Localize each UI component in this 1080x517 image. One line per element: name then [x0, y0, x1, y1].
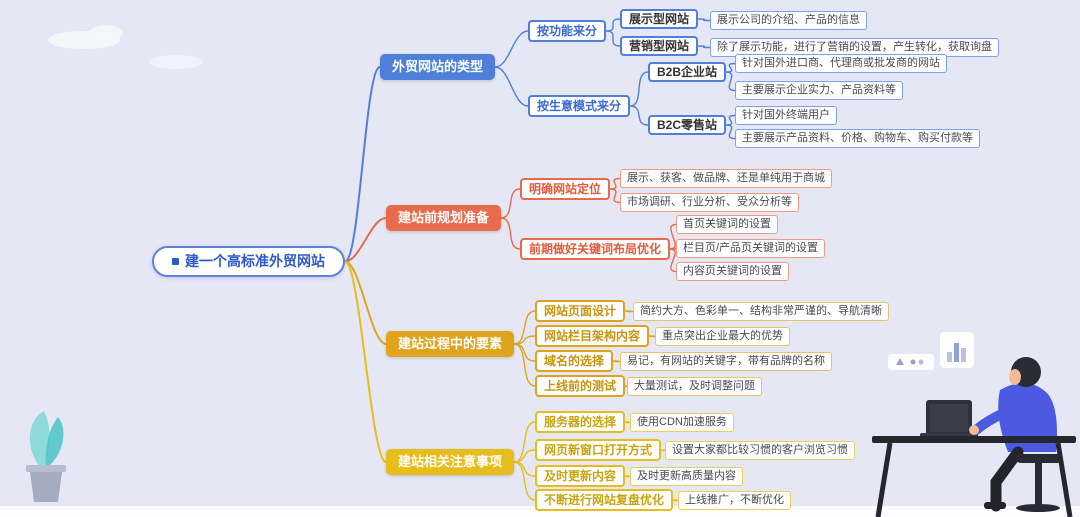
topic-node-site-structure[interactable]: 网站栏目架构内容 — [535, 325, 650, 348]
branch-node-build-elements[interactable]: 建站过程中的要素 — [386, 331, 515, 357]
topic-node-window-open-mode[interactable]: 网页新窗口打开方式 — [535, 439, 662, 462]
note-node-b2c-content[interactable]: 主要展示产品资料、价格、购物车、购买付款等 — [735, 129, 980, 149]
person-figure — [969, 357, 1057, 512]
desk — [872, 436, 1076, 517]
topic-node-domain-choice[interactable]: 域名的选择 — [535, 350, 614, 373]
stool-icon — [1016, 454, 1062, 512]
note-node-homepage-keywords[interactable]: 首页关键词的设置 — [676, 215, 778, 235]
note-node-display-site-desc[interactable]: 展示公司的介绍、产品的信息 — [710, 11, 867, 31]
root-label: 建一个高标准外贸网站 — [185, 253, 325, 269]
laptop-icon — [920, 400, 978, 438]
note-node-site-structure-desc[interactable]: 重点突出企业最大的优势 — [655, 327, 790, 347]
root-node[interactable]: 建一个高标准外贸网站 — [152, 246, 345, 277]
topic-node-prelaunch-testing[interactable]: 上线前的测试 — [535, 375, 626, 398]
branch-node-pre-planning[interactable]: 建站前规划准备 — [386, 205, 502, 231]
subtopic-node-marketing-site[interactable]: 营销型网站 — [620, 36, 699, 57]
note-node-b2b-audience[interactable]: 针对国外进口商、代理商或批发商的网站 — [735, 54, 947, 74]
bullet-icon — [172, 257, 179, 265]
note-node-content-page-keywords[interactable]: 内容页关键词的设置 — [676, 262, 789, 282]
note-node-domain-desc[interactable]: 易记，有网站的关键字，带有品牌的名称 — [620, 352, 832, 372]
topic-node-timely-updates[interactable]: 及时更新内容 — [535, 465, 626, 488]
note-node-launch-promote[interactable]: 上线推广，不断优化 — [678, 491, 791, 511]
subtopic-node-display-site[interactable]: 展示型网站 — [620, 9, 699, 30]
plant-pot — [30, 472, 62, 502]
note-node-positioning-options[interactable]: 展示、获客、做品牌、还是单纯用于商城 — [620, 169, 832, 189]
shapes-card-icon — [888, 354, 934, 370]
topic-node-server-choice[interactable]: 服务器的选择 — [535, 411, 626, 434]
floor-strip — [0, 506, 1080, 517]
plant-leaf — [45, 417, 64, 467]
topic-node-by-function[interactable]: 按功能来分 — [528, 20, 607, 43]
note-node-cdn-service[interactable]: 使用CDN加速服务 — [630, 413, 734, 433]
topic-node-by-business-model[interactable]: 按生意模式来分 — [528, 95, 631, 118]
note-node-category-page-keywords[interactable]: 栏目页/产品页关键词的设置 — [676, 239, 826, 259]
branch-node-build-notes[interactable]: 建站相关注意事项 — [386, 449, 515, 475]
plant-leaf — [29, 411, 50, 467]
branch-node-website-types[interactable]: 外贸网站的类型 — [380, 54, 496, 80]
note-node-b2b-content[interactable]: 主要展示企业实力、产品资料等 — [735, 81, 903, 101]
note-node-testing-desc[interactable]: 大量测试，及时调整问题 — [627, 377, 762, 397]
plant-pot-rim — [26, 465, 66, 472]
plant-icon — [26, 411, 66, 502]
note-node-market-research[interactable]: 市场调研、行业分析、受众分析等 — [620, 193, 799, 213]
subtopic-node-b2c-site[interactable]: B2C零售站 — [648, 115, 727, 136]
bar-chart-card-icon — [940, 332, 974, 368]
note-node-quality-content[interactable]: 及时更新高质量内容 — [630, 467, 743, 487]
note-node-b2c-audience[interactable]: 针对国外终端用户 — [735, 106, 837, 126]
topic-node-page-design[interactable]: 网站页面设计 — [535, 300, 626, 323]
note-node-page-design-desc[interactable]: 简约大方、色彩单一、结构非常严谨的、导航清晰 — [633, 302, 889, 322]
cloud-icon — [48, 25, 203, 69]
subtopic-node-b2b-site[interactable]: B2B企业站 — [648, 62, 727, 83]
topic-node-site-positioning[interactable]: 明确网站定位 — [520, 178, 611, 201]
person-illustration — [872, 357, 1076, 517]
topic-node-continuous-optimization[interactable]: 不断进行网站复盘优化 — [535, 489, 674, 512]
topic-node-keyword-layout[interactable]: 前期做好关键词布局优化 — [520, 238, 671, 261]
note-node-browsing-habits[interactable]: 设置大家都比较习惯的客户浏览习惯 — [665, 441, 855, 461]
